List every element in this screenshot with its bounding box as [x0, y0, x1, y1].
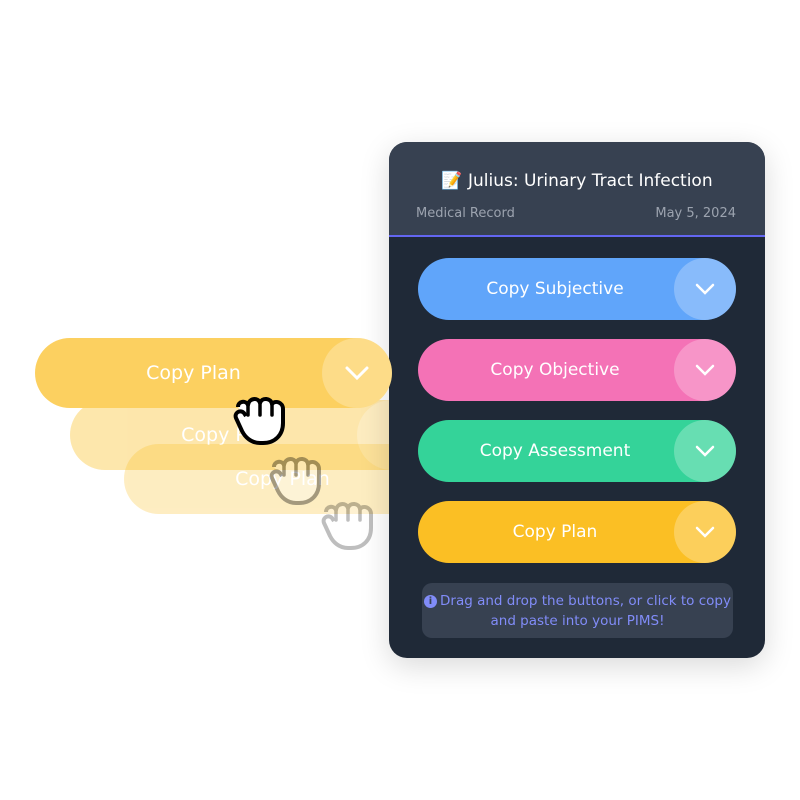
button-label: Copy Subjective — [486, 279, 624, 299]
button-label: Copy Assessment — [479, 441, 631, 461]
card-header: 📝 Julius: Urinary Tract Infection Medica… — [389, 142, 765, 237]
drag-ghost-label: Copy Plan — [181, 424, 276, 446]
chevron-down-icon[interactable] — [674, 420, 736, 482]
button-label: Copy Objective — [490, 360, 620, 380]
memo-icon: 📝 — [441, 171, 463, 191]
copy-plan-button[interactable]: Copy Plan — [418, 501, 736, 563]
record-date: May 5, 2024 — [655, 206, 736, 221]
grab-hand-cursor-ghost-1-icon — [269, 457, 321, 505]
dragged-copy-plan-button[interactable]: Copy Plan — [35, 338, 392, 408]
grab-hand-cursor-icon — [233, 397, 285, 445]
title-text: Julius: Urinary Tract Infection — [467, 171, 713, 191]
copy-assessment-button[interactable]: Copy Assessment — [418, 420, 736, 482]
info-icon: i — [424, 595, 438, 608]
copy-subjective-button[interactable]: Copy Subjective — [418, 258, 736, 320]
button-label: Copy Plan — [146, 362, 241, 384]
copy-objective-button[interactable]: Copy Objective — [418, 339, 736, 401]
record-type: Medical Record — [416, 206, 515, 221]
button-label: Copy Plan — [512, 522, 598, 542]
drag-ghost-label: Copy Plan — [235, 468, 330, 490]
card-title: 📝 Julius: Urinary Tract Infection — [389, 171, 765, 191]
chevron-down-icon — [322, 338, 392, 408]
note-text: Drag and drop the buttons, or click to c… — [440, 593, 731, 629]
medical-record-card: 📝 Julius: Urinary Tract Infection Medica… — [389, 142, 765, 658]
chevron-down-icon[interactable] — [674, 501, 736, 563]
grab-hand-cursor-ghost-2-icon — [321, 502, 373, 550]
chevron-down-icon[interactable] — [674, 258, 736, 320]
chevron-down-icon[interactable] — [674, 339, 736, 401]
